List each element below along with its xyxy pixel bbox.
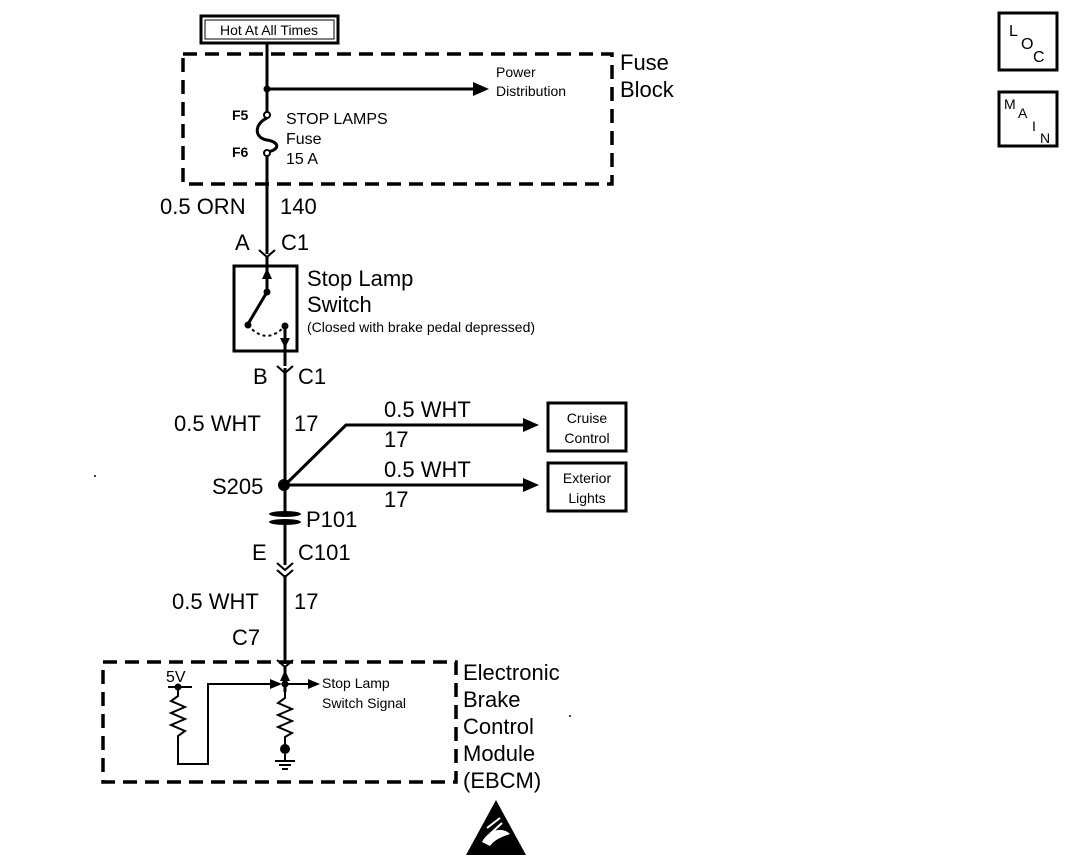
svg-text:Control: Control bbox=[463, 714, 534, 739]
loc-letter-l: L bbox=[1009, 23, 1018, 40]
ebcm-title: Electronic bbox=[463, 660, 560, 685]
switch-connector-c1-bottom: B C1 bbox=[253, 364, 326, 389]
main-letter-i: I bbox=[1032, 118, 1036, 134]
fuse-pin-f6: F6 bbox=[232, 144, 249, 160]
main-letter-n: N bbox=[1040, 130, 1050, 146]
stop-lamp-switch-signal: Stop Lamp bbox=[322, 675, 390, 691]
svg-text:Control: Control bbox=[564, 430, 609, 446]
svg-text:0.5 WHT: 0.5 WHT bbox=[384, 457, 471, 482]
svg-text:Lights: Lights bbox=[568, 490, 605, 506]
svg-text:Switch Signal: Switch Signal bbox=[322, 695, 406, 711]
fuse-block: Fuse Block bbox=[181, 50, 675, 186]
main-nav-icon[interactable]: M A I N bbox=[997, 90, 1059, 148]
exterior-lights-box: Exterior bbox=[563, 470, 612, 486]
hot-at-all-times-label: Hot At All Times bbox=[199, 14, 340, 45]
svg-text:Switch: Switch bbox=[307, 292, 372, 317]
svg-text:C1: C1 bbox=[281, 230, 309, 255]
svg-text:C1: C1 bbox=[298, 364, 326, 389]
svg-text:Fuse: Fuse bbox=[286, 131, 322, 148]
svg-text:A: A bbox=[235, 230, 250, 255]
svg-text:C101: C101 bbox=[298, 540, 351, 565]
ebcm-5v-label: 5V bbox=[166, 669, 186, 686]
loc-letter-o: O bbox=[1021, 36, 1033, 53]
svg-text:(EBCM): (EBCM) bbox=[463, 768, 541, 793]
splice-s205: S205 bbox=[212, 474, 290, 499]
wire-17-upper-size-color: 0.5 WHT bbox=[174, 411, 261, 436]
pass-through-p101: P101 bbox=[269, 490, 357, 532]
svg-text:0.5 WHT: 0.5 WHT bbox=[384, 397, 471, 422]
switch-note: (Closed with brake pedal depressed) bbox=[307, 319, 535, 335]
svg-text:B: B bbox=[253, 364, 268, 389]
svg-text:S205: S205 bbox=[212, 474, 263, 499]
power-distribution-arrow: Power Distribution bbox=[267, 64, 566, 99]
svg-text:Distribution: Distribution bbox=[496, 83, 566, 99]
branch-cruise-control: 0.5 WHT 17 Cruise Control bbox=[283, 397, 628, 487]
fuse-name: STOP LAMPS bbox=[286, 111, 388, 128]
stop-lamp-switch: Stop Lamp Switch (Closed with brake peda… bbox=[232, 257, 535, 353]
wire-140-circuit: 140 bbox=[280, 194, 317, 219]
wire-17-upper-circuit: 17 bbox=[294, 411, 318, 436]
svg-text:Hot At All Times: Hot At All Times bbox=[220, 22, 318, 38]
stop-lamps-fuse: F5 F6 STOP LAMPS Fuse 15 A bbox=[232, 107, 388, 168]
svg-text:C7: C7 bbox=[232, 625, 260, 650]
svg-text:E: E bbox=[252, 540, 267, 565]
fuse-rating: 15 A bbox=[286, 151, 318, 168]
svg-text:P101: P101 bbox=[306, 507, 357, 532]
wire-17-lower-size-color: 0.5 WHT bbox=[172, 589, 259, 614]
svg-text:Power: Power bbox=[496, 64, 536, 80]
main-letter-m: M bbox=[1004, 96, 1016, 112]
main-letter-a: A bbox=[1018, 105, 1028, 121]
cruise-control-box: Cruise bbox=[567, 410, 608, 426]
wire-140-size-color: 0.5 ORN bbox=[160, 194, 246, 219]
connector-c101: E C101 bbox=[252, 540, 351, 579]
fuse-pin-f5: F5 bbox=[232, 107, 249, 123]
switch-name: Stop Lamp bbox=[307, 266, 413, 291]
svg-text:17: 17 bbox=[384, 427, 408, 452]
loc-letter-c: C bbox=[1033, 49, 1045, 66]
esd-warning-icon bbox=[466, 800, 526, 855]
ebcm-module: Electronic Brake Control Module (EBCM) S… bbox=[101, 660, 560, 793]
loc-nav-icon[interactable]: L O C bbox=[997, 11, 1059, 72]
wire-17-lower-circuit: 17 bbox=[294, 589, 318, 614]
fuse-block-title-2: Block bbox=[620, 77, 675, 102]
branch-exterior-lights: 0.5 WHT 17 Exterior Lights bbox=[285, 457, 628, 513]
switch-connector-c1-top: A C1 bbox=[235, 230, 309, 259]
svg-text:Brake: Brake bbox=[463, 687, 520, 712]
svg-text:17: 17 bbox=[384, 487, 408, 512]
svg-text:Module: Module bbox=[463, 741, 535, 766]
fuse-block-title: Fuse bbox=[620, 50, 669, 75]
